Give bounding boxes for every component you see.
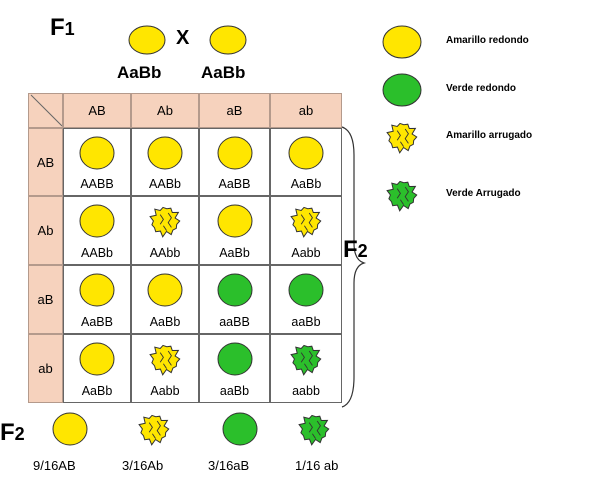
row-header-aB: aB <box>28 265 63 334</box>
f2-summary-sub: 2 <box>14 424 25 444</box>
yellow-round-pea-icon <box>147 273 183 307</box>
cell-genotype: AABb <box>149 177 181 191</box>
punnett-cell: AaBb <box>199 196 270 265</box>
yellow-round-pea-icon <box>382 25 422 59</box>
punnett-cell: AaBB <box>199 128 270 196</box>
yellow-round-pea-icon <box>128 25 166 55</box>
row-header-AB: AB <box>28 128 63 196</box>
green-wrinkled-pea-icon <box>298 414 330 446</box>
f2-brace-letter: F <box>343 236 358 263</box>
f2-brace <box>341 126 367 408</box>
yellow-wrinkled-pea-icon <box>149 344 181 376</box>
f2-phenotype-3-icon-wrap <box>296 412 332 446</box>
legend-item-3-label: Verde Arrugado <box>446 188 521 199</box>
cell-genotype: AABb <box>81 246 113 260</box>
green-round-pea-icon <box>217 342 252 376</box>
cross-symbol: X <box>176 27 190 49</box>
punnett-cell: AaBb <box>63 334 131 403</box>
green-wrinkled-pea-icon <box>290 344 322 376</box>
f2-brace-sub: 2 <box>357 241 368 261</box>
punnett-cell: AAbb <box>131 196 199 265</box>
legend-item-1-label: Verde redondo <box>446 83 517 94</box>
yellow-round-pea-icon <box>209 25 247 55</box>
yellow-round-pea-icon <box>79 204 115 238</box>
punnett-cell: AABb <box>131 128 199 196</box>
punnett-cell: aaBb <box>270 265 342 334</box>
f2-phenotype-2-ratio: 3/16aB <box>208 458 250 473</box>
cell-genotype: AaBB <box>81 315 113 329</box>
yellow-round-pea-icon <box>217 204 252 238</box>
cell-genotype: AaBb <box>81 384 113 398</box>
green-round-pea-icon <box>217 273 252 307</box>
cell-genotype: AaBB <box>218 177 251 191</box>
yellow-round-pea-icon <box>79 342 115 376</box>
corner-cell <box>28 93 63 128</box>
parent2-pea-icon <box>209 25 247 60</box>
f2-summary-label: F2 <box>0 419 25 447</box>
punnett-cell: aabb <box>270 334 342 403</box>
cell-genotype: aaBb <box>291 315 321 329</box>
yellow-round-pea-icon <box>288 136 324 170</box>
col-header-aB: aB <box>199 93 270 128</box>
punnett-cell: AaBb <box>270 128 342 196</box>
green-round-pea-icon <box>288 273 324 307</box>
yellow-wrinkled-pea-icon <box>290 206 322 238</box>
cell-genotype: aaBb <box>219 384 250 398</box>
yellow-wrinkled-pea-icon <box>138 414 170 446</box>
cell-genotype: AAbb <box>149 246 181 260</box>
f2-phenotype-1-ratio: 3/16Ab <box>122 458 164 473</box>
f1-letter: F <box>50 14 65 41</box>
row-header-Ab: Ab <box>28 196 63 265</box>
punnett-cell: AaBb <box>131 265 199 334</box>
legend-item-3-icon-wrap <box>382 178 422 217</box>
punnett-cell: AABb <box>63 196 131 265</box>
f2-phenotype-0-icon-wrap <box>52 412 88 446</box>
parent2-genotype: AaBb <box>201 63 246 82</box>
yellow-round-pea-icon <box>147 136 183 170</box>
corner-diagonal <box>30 94 62 127</box>
punnett-cell: aaBB <box>199 265 270 334</box>
legend-item-0-icon-wrap <box>382 25 422 64</box>
f2-phenotype-0-ratio: 9/16AB <box>33 458 76 473</box>
yellow-round-pea-icon <box>217 136 252 170</box>
cell-genotype: AaBb <box>219 246 250 260</box>
f2-brace-label: F2 <box>343 236 368 264</box>
green-wrinkled-pea-icon <box>386 180 418 212</box>
cell-genotype: aaBB <box>219 315 250 329</box>
f2-phenotype-2-icon-wrap <box>222 412 258 446</box>
f2-phenotype-1-icon-wrap <box>136 412 172 446</box>
legend-item-2-label: Amarillo arrugado <box>446 130 533 141</box>
parent1-pea-icon <box>128 25 166 60</box>
cell-genotype: AaBb <box>149 315 181 329</box>
cell-genotype: aabb <box>292 384 320 398</box>
yellow-round-pea-icon <box>79 136 115 170</box>
f1-label: F1 <box>50 14 75 42</box>
punnett-cell: aaBb <box>199 334 270 403</box>
punnett-cell: AABB <box>63 128 131 196</box>
yellow-wrinkled-pea-icon <box>149 206 181 238</box>
row-header-ab: ab <box>28 334 63 403</box>
cell-genotype: AaBb <box>290 177 322 191</box>
yellow-round-pea-icon <box>79 273 115 307</box>
legend-item-1-icon-wrap <box>382 73 422 112</box>
col-header-AB: AB <box>63 93 131 128</box>
f1-sub: 1 <box>64 19 75 39</box>
col-header-Ab: Ab <box>131 93 199 128</box>
cell-genotype: Aabb <box>150 384 180 398</box>
legend-item-2-icon-wrap <box>382 120 422 159</box>
f2-phenotype-3-ratio: 1/16 ab <box>295 458 339 473</box>
col-header-ab: ab <box>270 93 342 128</box>
punnett-cell: Aabb <box>270 196 342 265</box>
cell-genotype: Aabb <box>291 246 321 260</box>
punnett-cell: Aabb <box>131 334 199 403</box>
punnett-cell: AaBB <box>63 265 131 334</box>
green-round-pea-icon <box>382 73 422 107</box>
legend-item-0-label: Amarillo redondo <box>446 35 529 46</box>
cell-genotype: AABB <box>80 177 114 191</box>
parent1-genotype: AaBb <box>117 63 162 82</box>
green-round-pea-icon <box>222 412 258 446</box>
yellow-wrinkled-pea-icon <box>386 122 418 154</box>
yellow-round-pea-icon <box>52 412 88 446</box>
f2-summary-letter: F <box>0 419 15 446</box>
